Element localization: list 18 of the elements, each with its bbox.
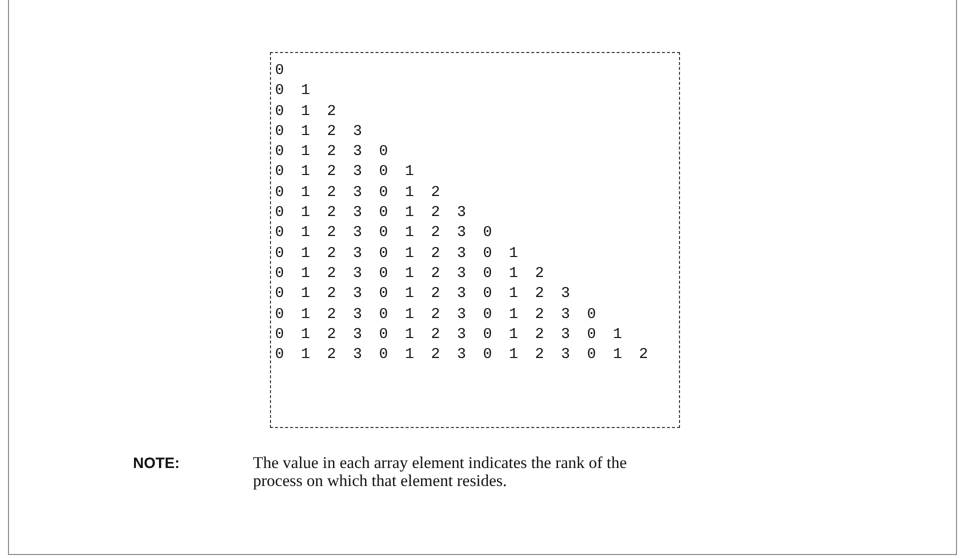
array-row-text: 0 1 bbox=[275, 81, 314, 102]
array-row-text: 0 1 2 3 0 1 2 3 0 1 2 3 bbox=[275, 284, 574, 304]
array-row-text: 0 1 2 3 0 1 2 bbox=[275, 182, 444, 203]
array-row: 0 1 2 3 0 1 2 3 0 1 2 3 0 bbox=[275, 304, 600, 325]
array-row-text: 0 1 2 3 0 1 2 3 0 bbox=[275, 223, 496, 244]
array-row: 0 1 2 3 0 1 2 3 0 1 bbox=[275, 244, 522, 264]
array-row-text: 0 1 2 3 0 1 2 3 0 1 2 3 0 1 bbox=[275, 324, 626, 345]
array-row-text: 0 bbox=[275, 61, 288, 81]
note-text: The value in each array element indicates the rank of the process on which that element resides. bbox=[253, 454, 628, 490]
array-row: 0 1 2 3 0 1 2 3 bbox=[275, 203, 470, 224]
array-box bbox=[270, 52, 680, 428]
array-row-text: 0 1 2 3 0 1 2 3 0 1 2 bbox=[275, 264, 548, 284]
array-row-text: 0 1 2 3 0 1 bbox=[275, 162, 418, 182]
note-label: NOTE: bbox=[133, 455, 180, 472]
array-row-text: 0 1 2 3 bbox=[275, 122, 366, 142]
array-row: 0 1 2 3 0 1 2 3 0 1 2 3 0 1 2 bbox=[275, 345, 652, 366]
array-row: 0 1 2 bbox=[275, 102, 340, 122]
array-row: 0 1 2 3 0 bbox=[275, 142, 392, 162]
